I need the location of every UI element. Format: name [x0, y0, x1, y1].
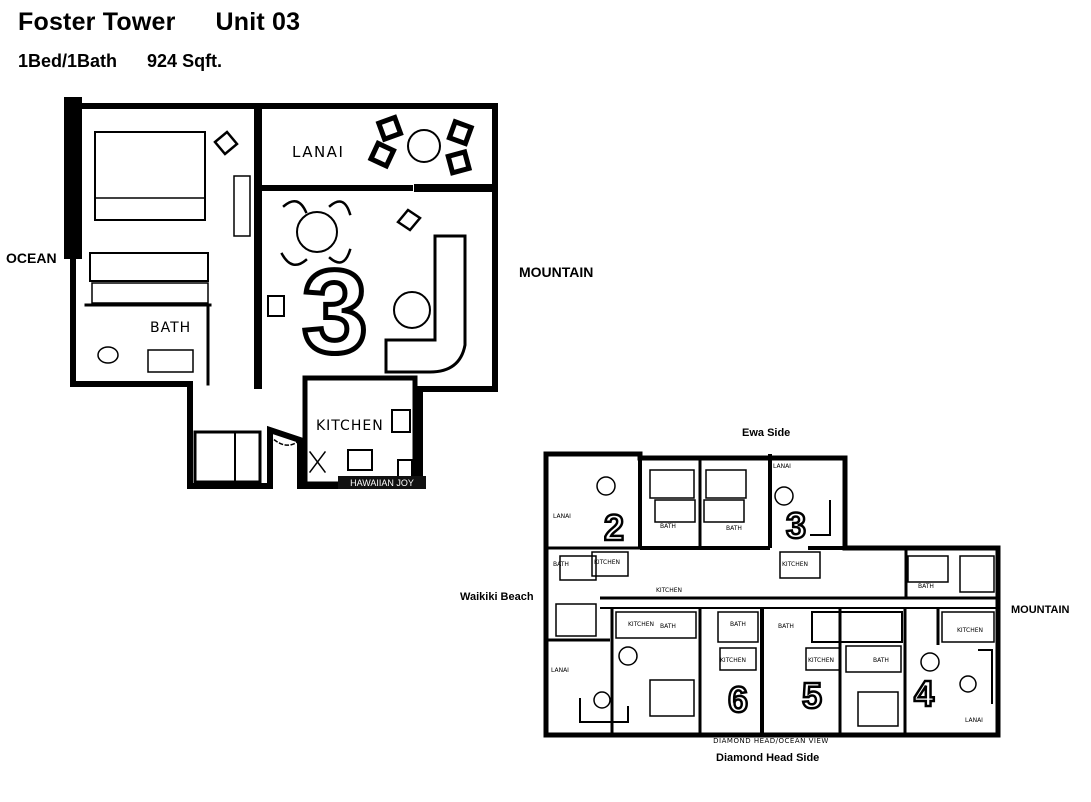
kitchen-label: KITCHEN: [316, 418, 384, 434]
ocean-label: OCEAN: [6, 250, 57, 266]
mountain-label: MOUNTAIN: [519, 264, 594, 280]
floor-bath-e: BATH: [660, 623, 676, 630]
floor-kitchen-b: KITCHEN: [782, 561, 808, 568]
floor-kitchen-e: KITCHEN: [808, 657, 834, 664]
closet: [89, 252, 209, 282]
floor-unit-4: 4: [914, 673, 934, 714]
lanai-table: [407, 129, 441, 163]
floor-unit-2: 2: [604, 507, 624, 548]
floor-bath-c: BATH: [553, 561, 569, 568]
unit-name: Unit 03: [215, 8, 301, 36]
beds-baths: 1Bed/1Bath: [18, 51, 118, 71]
floor-bath-h: BATH: [778, 623, 794, 630]
waikiki-beach-label: Waikiki Beach: [460, 591, 534, 603]
floor-bath-d: BATH: [918, 583, 934, 590]
floor-unit-6: 6: [728, 679, 748, 720]
outer-wall: [70, 103, 498, 489]
floor-lanai-a: LANAI: [553, 513, 571, 520]
ewa-side-label: Ewa Side: [742, 427, 791, 439]
square-footage: 924 Sqft.: [147, 51, 223, 71]
floor-bath-f: BATH: [730, 621, 746, 628]
floor-bath-b: BATH: [726, 525, 742, 532]
watermark-bg: [338, 476, 426, 489]
sofa: [384, 234, 467, 374]
toilet: [97, 346, 119, 364]
entry-closet: [193, 430, 262, 484]
floor-kitchen-c: KITCHEN: [628, 621, 654, 628]
stove: [391, 409, 411, 433]
floor-kitchen-a: KITCHEN: [594, 559, 620, 566]
floor-kitchen-f: KITCHEN: [957, 627, 983, 634]
floor-kitchen-g: KITCHEN: [656, 587, 682, 594]
coffee-table: [393, 291, 431, 329]
diamond-head-side-label: Diamond Head Side: [716, 752, 820, 764]
floor-bath-a: BATH: [660, 523, 676, 530]
bath-label: BATH: [150, 320, 191, 336]
dining-table: [296, 211, 338, 253]
floor-bath-g: BATH: [873, 657, 889, 664]
floor-unit-5: 5: [802, 675, 822, 716]
watermark: HAWAIIAN JOY: [350, 478, 414, 488]
bed: [94, 131, 206, 221]
floor-mountain-label: MOUNTAIN: [1011, 604, 1070, 616]
floor-lanai-d: LANAI: [965, 717, 983, 724]
floor-lanai-c: LANAI: [551, 667, 569, 674]
floor-lanai-b: LANAI: [773, 463, 791, 470]
floor-unit-3: 3: [786, 505, 806, 546]
unit-summary: 1Bed/1Bath 924 Sqft.: [18, 51, 222, 72]
sink: [347, 449, 373, 471]
diamond-head-ocean-view: DIAMOND HEAD/OCEAN VIEW: [713, 737, 829, 745]
lanai-label: LANAI: [292, 143, 344, 161]
building-name: Foster Tower: [18, 8, 176, 36]
unit-number-large: 3: [302, 246, 368, 378]
floor-kitchen-d: KITCHEN: [720, 657, 746, 664]
dresser: [233, 175, 251, 237]
vanity: [147, 349, 194, 373]
page-title: Foster Tower Unit 03: [18, 8, 300, 37]
